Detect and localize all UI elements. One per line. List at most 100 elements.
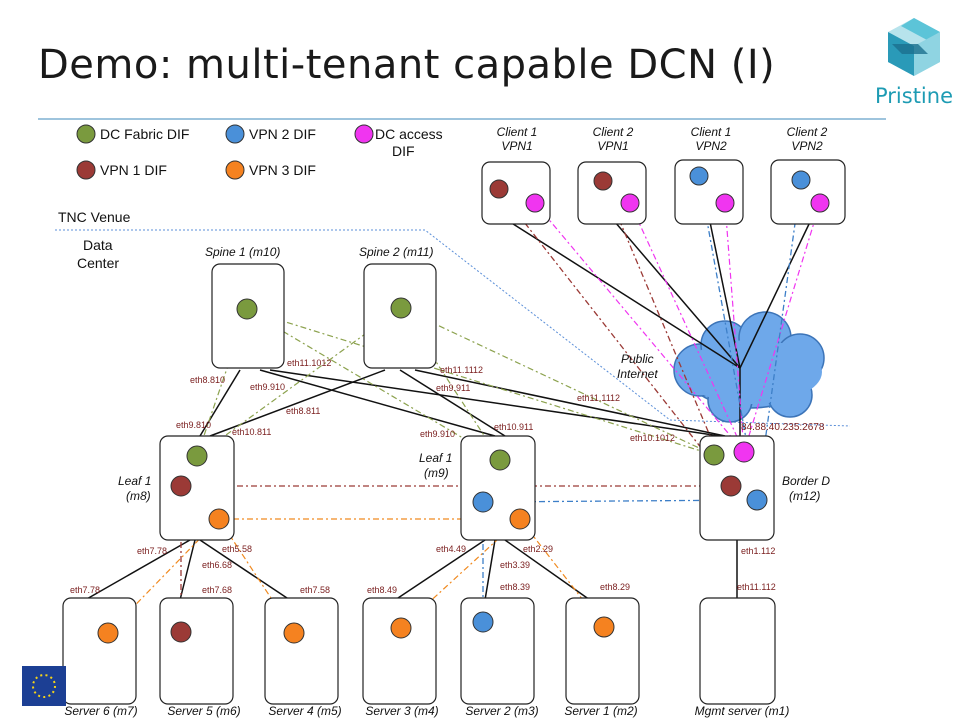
public-internet-cloud bbox=[673, 311, 825, 423]
title-underline bbox=[38, 118, 886, 120]
fabric-flow bbox=[196, 309, 248, 457]
iface-label: eth10.911 bbox=[494, 422, 533, 432]
link-spine1-leaf1 bbox=[199, 369, 241, 437]
iface-label: eth11.1112 bbox=[577, 393, 620, 403]
iface-label: eth10.811 bbox=[232, 427, 271, 437]
client-boxes bbox=[481, 159, 846, 225]
public-internet-label-2: Internet bbox=[617, 367, 658, 381]
legend-dc-access-node bbox=[354, 124, 374, 144]
link-spine2-leaf2 bbox=[399, 369, 506, 437]
link-c1v1-cloud bbox=[509, 221, 741, 369]
leaf-m8-vpn1-node bbox=[170, 475, 192, 497]
client1-vpn1-vpn1-node bbox=[489, 179, 509, 199]
link-spine1-border bbox=[269, 369, 721, 437]
border-ip-label: 84.88.40.235:2678 bbox=[741, 422, 825, 433]
link-c1v2-cloud bbox=[709, 221, 741, 369]
client2-vpn1-box bbox=[577, 161, 647, 225]
client2-vpn2-box bbox=[770, 159, 846, 225]
client2-vpn2-label-2: VPN2 bbox=[791, 139, 823, 153]
link-c2v2-cloud bbox=[739, 221, 811, 369]
server3-box bbox=[362, 597, 437, 705]
logo-text: Pristine bbox=[874, 84, 953, 108]
client1-vpn2-access-node bbox=[715, 193, 735, 213]
ipcp-nodes bbox=[76, 124, 830, 644]
border-vpn2-node bbox=[746, 489, 768, 511]
server2-box bbox=[460, 597, 535, 705]
link-spine2-border bbox=[414, 369, 726, 437]
leaf-m9-vpn3-node bbox=[509, 508, 531, 530]
fabric-flow bbox=[400, 307, 715, 456]
iface-label: eth9.911 bbox=[436, 383, 470, 393]
iface-label: eth10.1012 bbox=[630, 433, 675, 443]
vpn2-flow bbox=[698, 175, 758, 501]
server1-vpn3-node bbox=[593, 616, 615, 638]
iface-label: eth11.1012 bbox=[287, 358, 331, 368]
client2-vpn2-vpn2-node bbox=[791, 170, 811, 190]
server1-label: Server 1 (m2) bbox=[564, 704, 637, 718]
border-fabric-node bbox=[703, 444, 725, 466]
leaf-m8-label-2: (m8) bbox=[126, 489, 151, 503]
spine1-label: Spine 1 (m10) bbox=[205, 245, 280, 259]
iface-label: eth7.68 bbox=[202, 585, 232, 595]
mgmt-server-box bbox=[699, 597, 776, 705]
legend-dc-access-label-2: DIF bbox=[392, 143, 415, 159]
client2-vpn2-label-1: Client 2 bbox=[787, 125, 828, 139]
client1-vpn2-box bbox=[674, 159, 744, 225]
data-center-label-2: Center bbox=[77, 255, 119, 271]
server4-vpn3-node bbox=[283, 622, 305, 644]
server5-box bbox=[159, 597, 234, 705]
server5-vpn1-node bbox=[170, 621, 192, 643]
client1-vpn2-label-2: VPN2 bbox=[695, 139, 727, 153]
iface-label: eth4.49 bbox=[436, 544, 466, 554]
link-spine1-leaf2 bbox=[259, 369, 496, 437]
access-flow bbox=[629, 202, 745, 453]
spine2-fabric-node bbox=[390, 297, 412, 319]
iface-label: eth8.49 bbox=[367, 585, 397, 595]
iface-label: eth9.810 bbox=[176, 420, 211, 430]
iface-label: eth8.810 bbox=[190, 375, 225, 385]
iface-label: eth1.112 bbox=[741, 546, 775, 556]
pristine-logo: Pristine bbox=[872, 14, 956, 114]
client2-vpn1-access-node bbox=[620, 193, 640, 213]
iface-label: eth7.78 bbox=[70, 585, 100, 595]
leaf-m9-vpn2-node bbox=[472, 491, 494, 513]
legend-vpn1-label: VPN 1 DIF bbox=[100, 162, 167, 178]
spine1-fabric-node bbox=[236, 298, 258, 320]
leaf-boxes bbox=[159, 435, 775, 541]
iface-label: eth8.29 bbox=[600, 582, 630, 592]
legend-vpn2-label: VPN 2 DIF bbox=[249, 126, 316, 142]
server1-box bbox=[565, 597, 640, 705]
public-internet-label-1: Public bbox=[621, 352, 654, 366]
legend-vpn2-node bbox=[225, 124, 245, 144]
iface-label: eth7.58 bbox=[300, 585, 330, 595]
legend-dc-fabric-label: DC Fabric DIF bbox=[100, 126, 189, 142]
link-leaf1-s6 bbox=[84, 539, 191, 601]
link-c2v1-cloud bbox=[614, 221, 741, 369]
client1-vpn2-vpn2-node bbox=[689, 166, 709, 186]
server4-label: Server 4 (m5) bbox=[268, 704, 341, 718]
vpn3-flow bbox=[400, 518, 521, 629]
vpn1-flow bbox=[602, 180, 732, 487]
client2-vpn1-vpn1-node bbox=[593, 171, 613, 191]
iface-label: eth11.1112 bbox=[440, 365, 483, 375]
client2-vpn1-label-1: Client 2 bbox=[593, 125, 634, 139]
access-flow bbox=[743, 202, 821, 453]
leaf-m8-vpn3-node bbox=[208, 508, 230, 530]
iface-label: eth6.68 bbox=[202, 560, 232, 570]
link-leaf1-s5 bbox=[179, 539, 196, 601]
iface-label: eth9.910 bbox=[420, 429, 455, 439]
legend-vpn1-node bbox=[76, 160, 96, 180]
server6-label: Server 6 (m7) bbox=[64, 704, 137, 718]
tnc-venue-boundary bbox=[55, 229, 851, 427]
border-vpn1-node bbox=[720, 475, 742, 497]
iface-label: eth3.39 bbox=[500, 560, 530, 570]
spine2-label: Spine 2 (m11) bbox=[359, 245, 433, 259]
client1-vpn2-label-1: Client 1 bbox=[691, 125, 732, 139]
iface-label: eth7.78 bbox=[137, 546, 167, 556]
server-boxes bbox=[62, 597, 776, 705]
link-leaf2-s3 bbox=[394, 539, 486, 601]
server2-vpn2-node bbox=[472, 611, 494, 633]
leaf-m9-label-2: (m9) bbox=[424, 466, 449, 480]
fabric-flow bbox=[246, 309, 715, 456]
client1-vpn1-label-1: Client 1 bbox=[497, 125, 538, 139]
